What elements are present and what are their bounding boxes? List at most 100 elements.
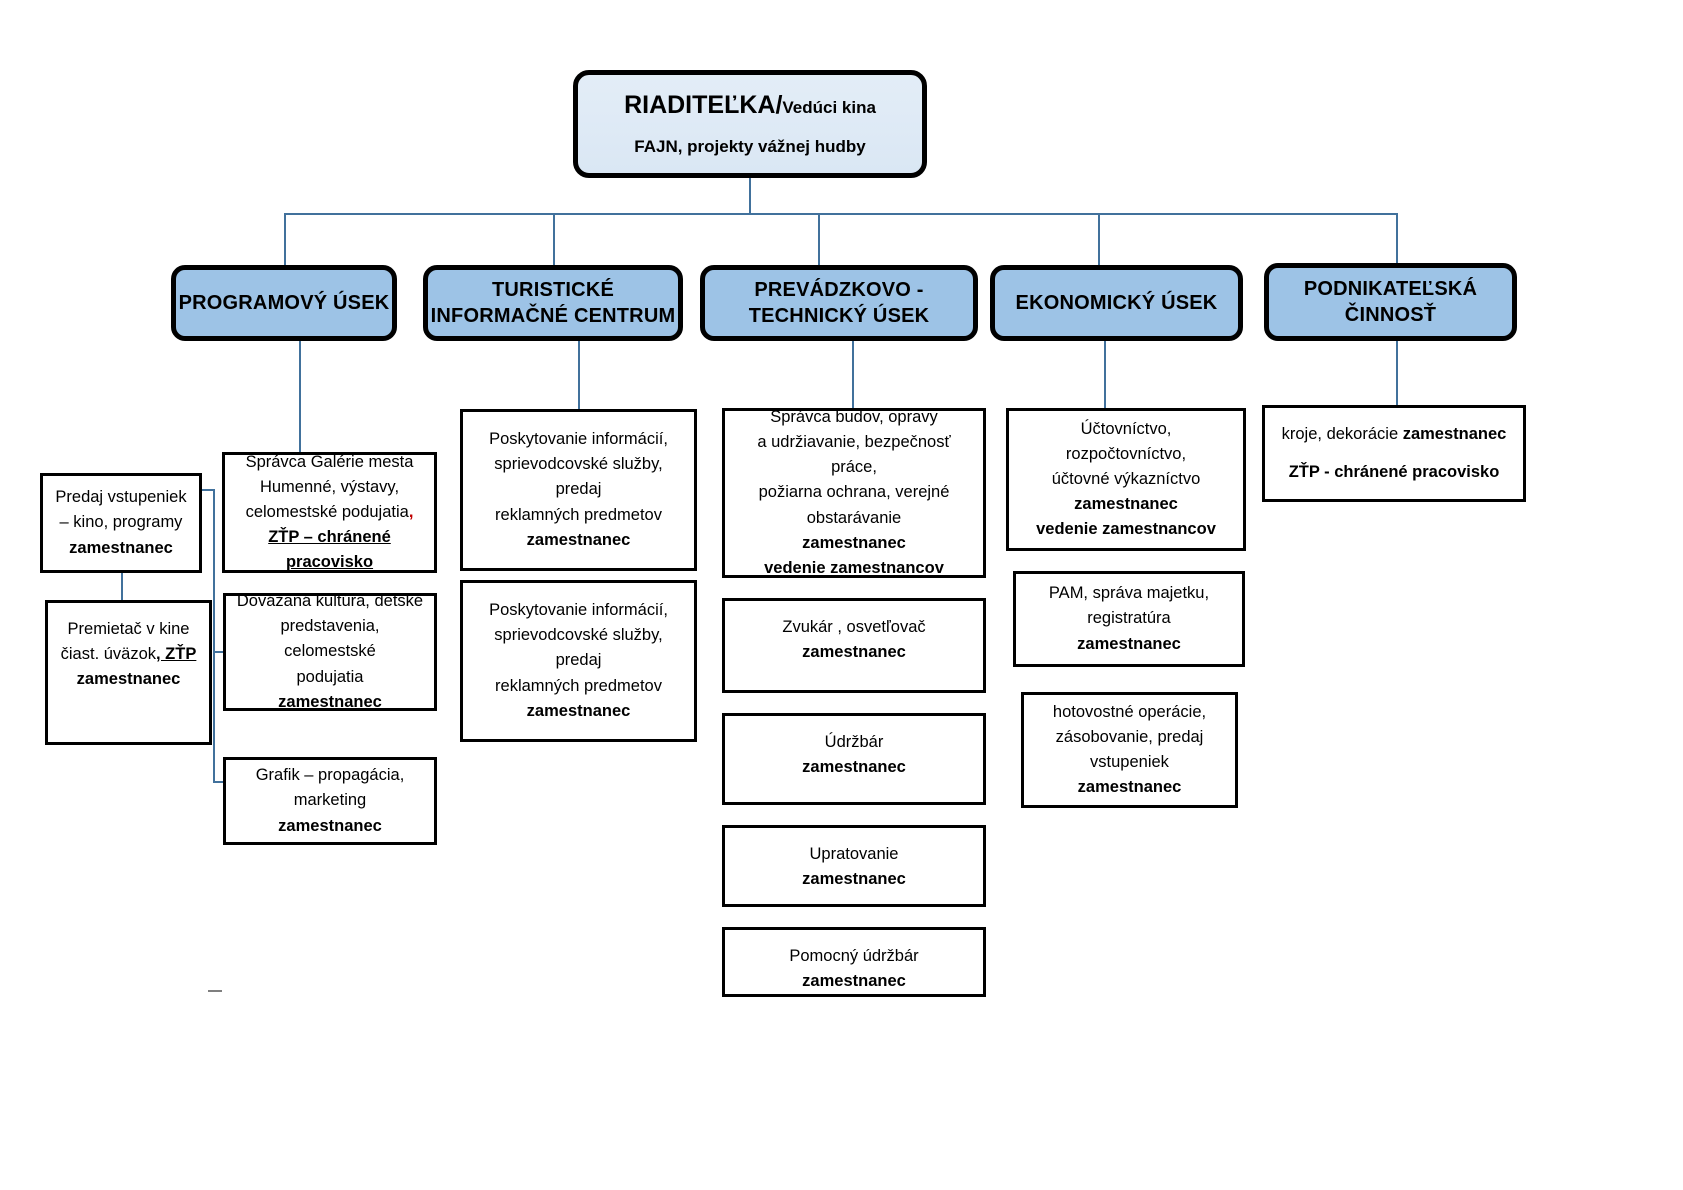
- dept-box-turisticke-informacne-centrum[interactable]: TURISTICKÉ INFORMAČNÉ CENTRUM: [423, 265, 683, 341]
- predaj-vstupeniek-line-1: Predaj vstupeniek: [55, 488, 187, 507]
- root-title-line: RIADITEĽKA/Vedúci kina: [624, 89, 876, 122]
- tic1-line-1: Poskytovanie informácií,: [489, 430, 668, 449]
- spravca-budov-line-1: Správca budov, opravy: [770, 408, 938, 427]
- root-subtitle: FAJN, projekty vážnej hudby: [634, 137, 866, 157]
- box-pam-sprava-majetku[interactable]: PAM, správa majetku, registratúra zamest…: [1013, 571, 1245, 667]
- udrzbar-line-2: zamestnanec: [802, 758, 906, 777]
- connector-dept2-down: [578, 341, 580, 410]
- dept-box-podnikatelska-cinnost[interactable]: PODNIKATEĽSKÁ ČINNOSŤ: [1264, 263, 1517, 341]
- pomocny-udrzbar-line-1: Pomocný údržbár: [789, 947, 919, 965]
- connector-root-down: [749, 178, 751, 214]
- spravca-galerie-line-5: pracovisko: [285, 553, 374, 572]
- box-dovazana-kultura[interactable]: Dovážaná kultúra, detské predstavenia, c…: [223, 592, 437, 711]
- dovazana-line-3: podujatia: [296, 667, 364, 686]
- root-box-riaditelka[interactable]: RIADITEĽKA/Vedúci kina FAJN, projekty vá…: [573, 70, 927, 178]
- connector-dept4-down: [1104, 341, 1106, 409]
- connector-dept3-down: [852, 341, 854, 409]
- dovazana-line-4: zamestnanec: [278, 692, 382, 711]
- dept-label-podnikatelska-cinnost: PODNIKATEĽSKÁ ČINNOSŤ: [1303, 277, 1478, 326]
- grafik-line-1: Grafik – propagácia,: [255, 766, 405, 785]
- spravca-galerie-line-1: Správca Galérie mesta: [245, 452, 414, 471]
- connector-predaj-to-premietac: [121, 573, 123, 601]
- kroje-text: kroje, dekorácie: [1281, 425, 1403, 444]
- pam-line-3: zamestnanec: [1077, 634, 1181, 653]
- connector-bus-to-dept-2: [553, 213, 555, 265]
- zvukar-employment: zamestnanec: [802, 643, 906, 662]
- pam-line-1: PAM, správa majetku,: [1048, 584, 1210, 603]
- tic2-line-1: Poskytovanie informácií,: [489, 601, 668, 620]
- spravca-budov-line-3: požiarna ochrana, verejné: [758, 483, 950, 502]
- hotovostne-line-3: vstupeniek: [1090, 753, 1169, 771]
- hotovostne-line-2: zásobovanie, predaj: [1055, 727, 1204, 746]
- connector-left-spine: [213, 489, 215, 782]
- predaj-vstupeniek-line-2: – kino, programy: [59, 513, 183, 532]
- spravca-galerie-line-2: Humenné, výstavy,: [259, 477, 400, 496]
- spravca-budov-line-6: vedenie zamestnancov: [764, 558, 944, 577]
- spravca-galerie-red-comma: ,: [408, 502, 414, 521]
- spravca-budov-line-2: a udržiavanie, bezpečnosť práce,: [757, 433, 951, 477]
- dept-label-prevadzkovo-technicky-usek: PREVÁDZKOVO - TECHNICKÝ ÚSEK: [748, 278, 930, 327]
- spravca-budov-line-5: zamestnanec: [802, 533, 906, 552]
- box-zvukar-osvetlovac[interactable]: Zvukár , osvetľovač zamestnanec: [722, 598, 986, 693]
- connector-spine-to-grafik: [213, 781, 225, 783]
- uctovnictvo-line-1: Účtovníctvo, rozpočtovníctvo,: [1065, 419, 1187, 463]
- dept-label-ekonomicky-usek: EKONOMICKÝ ÚSEK: [1015, 291, 1218, 314]
- dovazana-line-2: predstavenia, celomestské: [280, 617, 380, 661]
- premietac-l2-text: čiast. úväzok: [60, 645, 157, 664]
- tic1-line-3: reklamných predmetov: [495, 505, 662, 524]
- box-tic-informacie-1[interactable]: Poskytovanie informácií, sprievodcovské …: [460, 409, 697, 571]
- dovazana-line-1: Dovážaná kultúra, detské: [236, 592, 424, 611]
- kroje-line-2: ZŤP - chránené pracovisko: [1288, 462, 1500, 481]
- box-udrzbar[interactable]: Údržbár zamestnanec: [722, 713, 986, 805]
- stray-dash-mark: [208, 990, 222, 992]
- hotovostne-line-4: zamestnanec: [1077, 778, 1182, 797]
- dept-box-ekonomicky-usek[interactable]: EKONOMICKÝ ÚSEK: [990, 265, 1243, 341]
- upratovanie-line-1: Upratovanie: [809, 845, 899, 863]
- root-title-rest: Vedúci kina: [782, 98, 876, 118]
- spravca-galerie-line-3: celomestské podujatia,: [246, 500, 414, 525]
- box-premietac-v-kine[interactable]: Premietač v kine čiast. úväzok, ZŤP zame…: [45, 600, 212, 745]
- tic1-line-2: sprievodcovské služby, predaj: [494, 455, 663, 499]
- box-spravca-budov[interactable]: Správca budov, opravy a udržiavanie, bez…: [722, 408, 986, 578]
- connector-bus-horizontal: [284, 213, 1397, 215]
- tic2-line-4: zamestnanec: [526, 701, 631, 720]
- connector-bus-to-dept-5: [1396, 213, 1398, 265]
- dept-box-programovy-usek[interactable]: PROGRAMOVÝ ÚSEK: [171, 265, 397, 341]
- connector-dept1-down: [299, 341, 301, 453]
- connector-bus-to-dept-3: [818, 213, 820, 265]
- box-predaj-vstupeniek[interactable]: Predaj vstupeniek – kino, programy zames…: [40, 473, 202, 573]
- grafik-line-2: marketing: [293, 791, 367, 810]
- box-hotovostne-operacie[interactable]: hotovostné operácie, zásobovanie, predaj…: [1021, 692, 1238, 808]
- box-kroje-dekoracie[interactable]: kroje, dekorácie zamestnanec ZŤP - chrán…: [1262, 405, 1526, 502]
- box-pomocny-udrzbar[interactable]: Pomocný údržbár zamestnanec: [722, 927, 986, 997]
- premietac-line-1: Premietač v kine: [67, 620, 190, 638]
- tic1-line-4: zamestnanec: [526, 530, 631, 549]
- spravca-budov-line-4: obstarávanie: [806, 508, 902, 527]
- box-upratovanie[interactable]: Upratovanie zamestnanec: [722, 825, 986, 907]
- uctovnictvo-line-4: vedenie zamestnancov: [1036, 520, 1216, 539]
- grafik-line-3: zamestnanec: [278, 816, 382, 835]
- zvukar-role: Zvukár , osvetľovač: [782, 618, 926, 636]
- dept-label-programovy-usek: PROGRAMOVÝ ÚSEK: [178, 291, 390, 314]
- box-grafik[interactable]: Grafik – propagácia, marketing zamestnan…: [223, 757, 437, 845]
- tic2-line-2: sprievodcovské služby, predaj: [494, 626, 663, 670]
- premietac-line-2: čiast. úväzok, ZŤP: [61, 642, 197, 667]
- kroje-employment: zamestnanec: [1402, 425, 1507, 444]
- connector-dept5-down: [1396, 341, 1398, 406]
- hotovostne-line-1: hotovostné operácie,: [1052, 702, 1207, 721]
- box-uctovnictvo[interactable]: Účtovníctvo, rozpočtovníctvo, účtovné vý…: [1006, 408, 1246, 551]
- upratovanie-line-2: zamestnanec: [802, 870, 906, 889]
- spravca-galerie-line-4: ZŤP – chránené: [268, 528, 391, 547]
- box-tic-informacie-2[interactable]: Poskytovanie informácií, sprievodcovské …: [460, 580, 697, 742]
- premietac-ztp: , ZŤP: [156, 645, 197, 664]
- uctovnictvo-line-2: účtovné výkazníctvo: [1051, 469, 1201, 488]
- premietac-line-3: zamestnanec: [76, 670, 181, 689]
- box-spravca-galerie[interactable]: Správca Galérie mesta Humenné, výstavy, …: [222, 452, 437, 573]
- udrzbar-line-1: Údržbár: [824, 733, 884, 751]
- spravca-galerie-l3-text: celomestské podujatia: [245, 502, 409, 521]
- dept-box-prevadzkovo-technicky-usek[interactable]: PREVÁDZKOVO - TECHNICKÝ ÚSEK: [700, 265, 978, 341]
- tic2-line-3: reklamných predmetov: [495, 676, 662, 695]
- connector-bus-to-dept-1: [284, 213, 286, 265]
- predaj-vstupeniek-line-3: zamestnanec: [69, 538, 173, 557]
